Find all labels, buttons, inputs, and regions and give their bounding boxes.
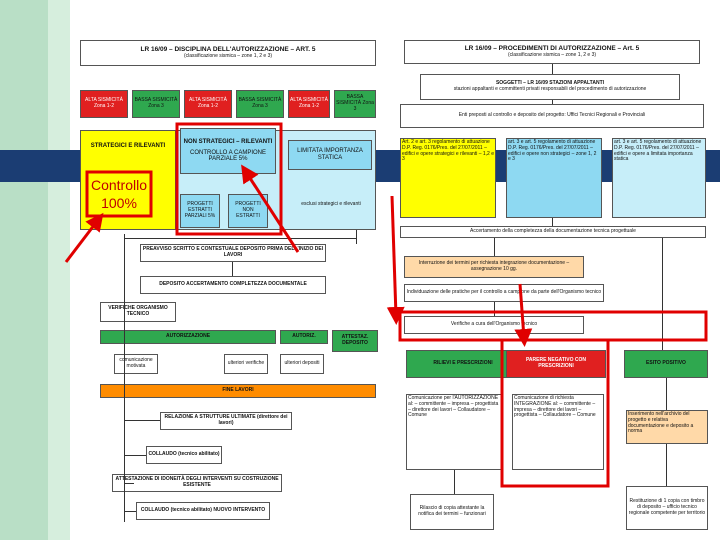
left-title-text: LR 16/09 – DISCIPLINA DELL'AUTORIZZAZION… bbox=[140, 46, 316, 54]
notice-box: PREAVVISO SCRITTO E CONTESTUALE DEPOSITO… bbox=[140, 244, 326, 262]
zone-box-4: BASSA SISMICITÀ Zona 3 bbox=[236, 90, 284, 118]
left-connector bbox=[356, 230, 357, 244]
left-connector bbox=[124, 238, 356, 239]
left-connector bbox=[124, 455, 146, 456]
deposit-box: DEPOSITO ACCERTAMENTO COMPLETEZZA DOCUME… bbox=[140, 276, 326, 294]
sample-check-label: CONTROLLO A CAMPIONE PARZIALE 5% bbox=[189, 149, 267, 163]
not-strategic-label: NON STRATEGICI – RILEVANTI bbox=[183, 138, 273, 145]
right-connector bbox=[666, 444, 667, 486]
right-connector bbox=[552, 64, 553, 74]
right-connector bbox=[666, 378, 667, 410]
communication-box: comunicazione motivata bbox=[114, 354, 158, 374]
stations-box: SOGGETTI – LR 16/09 STAZIONI APPALTANTI … bbox=[420, 74, 680, 100]
left-connector bbox=[124, 420, 160, 421]
integration-highlight-box bbox=[500, 338, 610, 488]
stations-note: stazioni appaltanti e committenti privat… bbox=[453, 86, 647, 92]
selection-box: Individuazione delle pratiche per il con… bbox=[404, 284, 604, 302]
strategic-note-box: esclusi strategici e rilevanti bbox=[301, 201, 361, 208]
strategic-box: STRATEGICI E RILEVANTI bbox=[80, 130, 176, 230]
testing-new-box: COLLAUDO (tecnico abilitato) NUOVO INTER… bbox=[136, 502, 270, 520]
left-connector bbox=[124, 511, 136, 512]
completeness-box: Accertamento della completezza della doc… bbox=[400, 226, 706, 238]
arrow-integration bbox=[514, 283, 533, 347]
arrow-organism bbox=[386, 195, 405, 325]
right-connector bbox=[552, 100, 553, 104]
left-connector bbox=[124, 483, 134, 484]
right-title: LR 16/09 – PROCEDIMENTI DI AUTORIZZAZION… bbox=[404, 40, 700, 64]
zone-box-1: ALTA SISMICITÀ Zona 1-2 bbox=[80, 90, 128, 118]
right-connector bbox=[494, 238, 495, 256]
organism-box: Verifiche a cura dell'Organismo tecnico bbox=[404, 316, 584, 334]
archive-box: Inserimento nell'archivio del progetto e… bbox=[626, 410, 708, 444]
limited-importance-box: LIMITATA IMPORTANZA STATICA bbox=[288, 140, 372, 170]
left-connector bbox=[232, 262, 233, 276]
left-title: LR 16/09 – DISCIPLINA DELL'AUTORIZZAZION… bbox=[80, 40, 376, 66]
projects-extracted-box: PROGETTI ESTRATTI PARZIALI 5% bbox=[180, 194, 220, 228]
authorization-2-box: AUTORIZ. bbox=[280, 330, 328, 344]
strategic-label: STRATEGICI E RILEVANTI bbox=[90, 143, 166, 149]
stations-label: SOGGETTI – LR 16/09 STAZIONI APPALTANTI bbox=[495, 80, 605, 87]
right-connector bbox=[454, 470, 455, 494]
other-deposits-box: ulteriori depositi bbox=[280, 354, 324, 374]
projects-not-extracted-box: PROGETTI NON ESTRATTI bbox=[228, 194, 268, 228]
report-box: RELAZIONE A STRUTTURE ULTIMATE (direttor… bbox=[160, 412, 292, 430]
left-subtitle-text: (classificazione sismica – zone 1, 2 e 3… bbox=[183, 52, 273, 59]
positive-box: ESITO POSITIVO bbox=[624, 350, 708, 378]
authorization-box: AUTORIZZAZIONE bbox=[100, 330, 276, 344]
right-connector bbox=[494, 302, 495, 316]
zone-box-3: ALTA SISMICITÀ Zona 1-2 bbox=[184, 90, 232, 118]
sample-check-highlight-box bbox=[175, 122, 283, 236]
integration-box: Interruzione dei termini per richiesta i… bbox=[404, 256, 584, 278]
left-connector bbox=[124, 234, 125, 522]
zone-box-2: BASSA SISMICITÀ Zona 3 bbox=[132, 90, 180, 118]
zone-box-6: BASSA SISMICITÀ Zona 3 bbox=[334, 90, 376, 118]
negative-box: PARERE NEGATIVO CON PRESCRIZIONI bbox=[506, 350, 606, 378]
not-strategic-box: NON STRATEGICI – RILEVANTI CONTROLLO A C… bbox=[180, 128, 276, 174]
right-title-text: LR 16/09 – PROCEDIMENTI DI AUTORIZZAZION… bbox=[464, 45, 640, 53]
zone-box-5: ALTA SISMICITÀ Zona 1-2 bbox=[288, 90, 330, 118]
testing-box: COLLAUDO (tecnico abilitato) bbox=[146, 446, 222, 464]
statement-box: ATTESTAZIONE DI IDONEITÀ DEGLI INTERVENT… bbox=[112, 474, 282, 492]
decorative-green-bar-2 bbox=[48, 0, 70, 540]
communication-integ-box: Comunicazione di richiesta INTEGRAZIONE … bbox=[512, 394, 604, 470]
technical-check-box: VERIFICHE ORGANISMO TECNICO bbox=[100, 302, 176, 322]
art4-box: art. 3 e art. 5 regolamento di attuazion… bbox=[612, 138, 706, 218]
release-box: Restituzione di 1 copia con timbro di de… bbox=[626, 486, 708, 530]
right-connector bbox=[662, 238, 663, 350]
arrow-sample-check bbox=[241, 164, 300, 253]
notification-box: Rilascio di copia attestante la notifica… bbox=[410, 494, 494, 530]
right-connector bbox=[552, 218, 553, 226]
control-label: Controllo 100% bbox=[90, 177, 148, 211]
works-end-box: FINE LAVORI bbox=[100, 384, 376, 398]
right-subtitle-text: (classificazione sismica – zone 1, 2 e 3… bbox=[507, 51, 597, 58]
further-checks-box: ulteriori verifiche bbox=[224, 354, 268, 374]
deposit-certificate-box: ATTESTAZ. DEPOSITO bbox=[332, 330, 378, 352]
arrow-control bbox=[64, 212, 104, 263]
control-highlight-box bbox=[85, 170, 153, 218]
art3-box: art. 3 e art. 5 regolamento di attuazion… bbox=[506, 138, 602, 218]
organism-highlight-box bbox=[398, 310, 708, 342]
art2-box: Art. 2 e art. 3 regolamento di attuazion… bbox=[400, 138, 496, 218]
decorative-green-bar bbox=[0, 0, 48, 540]
communication-auth-box: Comunicazione per l'AUTORIZZAZIONE al: –… bbox=[406, 394, 502, 470]
offices-box: Enti preposti al controllo e deposito de… bbox=[400, 104, 704, 128]
